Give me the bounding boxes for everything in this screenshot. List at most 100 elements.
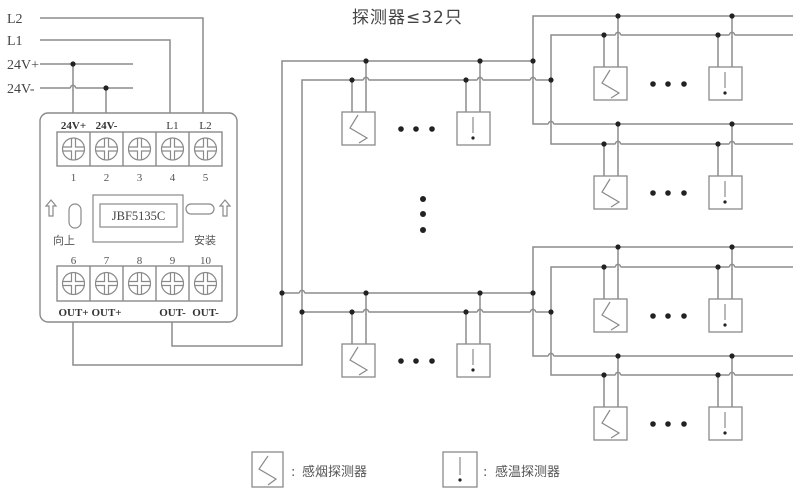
heat-symbol-dot xyxy=(471,368,475,372)
terminal-number-6: 6 xyxy=(71,255,77,267)
heat-symbol-dot xyxy=(723,323,727,327)
legend-label-heat: 感温探测器 xyxy=(495,464,560,480)
junction-dot xyxy=(279,290,285,296)
smoke-detector-icon xyxy=(251,451,284,488)
heat-symbol-dot xyxy=(723,200,727,204)
more-detectors-dot xyxy=(681,81,687,87)
junction-dot xyxy=(548,309,554,315)
legend-separator: : xyxy=(291,465,295,480)
screw-head xyxy=(61,137,86,161)
junction-dot xyxy=(363,58,369,64)
screw-cross xyxy=(95,272,118,295)
crossing-arc xyxy=(728,31,736,36)
smoke-symbol xyxy=(349,346,369,376)
junction-dot xyxy=(601,141,607,147)
top-terminal-block xyxy=(56,131,223,167)
terminal-label-1: 24V+ xyxy=(61,120,86,132)
junction-dot xyxy=(463,309,469,315)
legend-label-smoke: 感烟探测器 xyxy=(302,464,367,480)
more-detectors-dot xyxy=(429,358,435,364)
junction-dot xyxy=(463,77,469,83)
wire-crossing xyxy=(298,289,306,296)
more-detectors-dot xyxy=(398,126,404,132)
junction-dot xyxy=(601,32,607,38)
junction-dot xyxy=(363,290,369,296)
wire-crossing xyxy=(728,31,736,38)
wire-crossing xyxy=(547,352,555,359)
more-branches-dot xyxy=(420,227,426,233)
up-arrow-icon xyxy=(44,199,58,217)
screw-cross xyxy=(128,272,151,295)
terminal-screw-icon xyxy=(61,271,86,296)
more-detectors-dot xyxy=(650,81,656,87)
screw-head xyxy=(127,271,152,296)
terminal-label-4: L1 xyxy=(166,120,178,132)
terminal-screw-icon xyxy=(160,271,185,296)
smoke-detector xyxy=(593,175,628,210)
terminal-screw-icon xyxy=(61,137,86,161)
more-detectors-dot xyxy=(681,421,687,427)
more-detectors-dot xyxy=(650,190,656,196)
junction-dot xyxy=(299,309,305,315)
junction-dot xyxy=(715,372,721,378)
more-detectors-dot xyxy=(665,313,671,319)
terminal-label-10: OUT- xyxy=(192,307,219,319)
crossing-arc xyxy=(362,308,370,313)
input-label-24v-neg: 24V- xyxy=(7,82,35,97)
smoke-detector-icon xyxy=(593,175,628,210)
terminal-label-7: OUT+ xyxy=(91,307,121,319)
wire-out-pos-trunk xyxy=(72,79,551,366)
junction-dot xyxy=(729,121,735,127)
wire-crossing xyxy=(362,76,370,83)
junctions-layer xyxy=(70,13,735,427)
junction-dot xyxy=(715,264,721,270)
crossing-arc xyxy=(529,308,537,313)
junction-dot xyxy=(715,141,721,147)
more-detectors-dot xyxy=(681,190,687,196)
smoke-detector xyxy=(341,111,376,146)
heat-detector xyxy=(456,343,491,378)
screw-cross xyxy=(161,272,184,295)
wire-crossing xyxy=(614,140,622,147)
wire-crossing xyxy=(728,263,736,270)
more-detectors-dot xyxy=(398,358,404,364)
junction-dot xyxy=(715,32,721,38)
terminal-number-10: 10 xyxy=(200,255,212,267)
smoke-detector-icon xyxy=(593,406,628,441)
input-label-l2: L2 xyxy=(7,12,23,27)
heat-symbol-dot xyxy=(723,91,727,95)
screw-head xyxy=(94,271,119,296)
wire-l2 xyxy=(40,17,204,113)
mounting-slot-vertical-icon xyxy=(68,203,82,229)
input-label-l1: L1 xyxy=(7,34,23,49)
wire-l1 xyxy=(40,39,171,113)
junction-dot xyxy=(477,58,483,64)
terminal-strip xyxy=(56,265,223,302)
terminal-number-3: 3 xyxy=(137,172,143,184)
junction-dot xyxy=(601,264,607,270)
terminal-number-2: 2 xyxy=(104,172,110,184)
more-detectors-dot xyxy=(413,126,419,132)
mounting-slot-horizontal-icon xyxy=(185,203,215,215)
sub-branch-4 xyxy=(593,406,743,441)
crossing-arc xyxy=(362,76,370,81)
up-arrow-icon xyxy=(218,199,232,217)
heat-symbol-dot xyxy=(458,478,462,482)
wire-crossing xyxy=(476,308,484,315)
smoke-symbol xyxy=(601,69,621,99)
crossing-arc xyxy=(298,289,306,294)
more-detectors-dot xyxy=(650,313,656,319)
more-detectors-dot xyxy=(429,126,435,132)
wire-crossing xyxy=(614,263,622,270)
more-detectors-dot xyxy=(665,421,671,427)
legend-item-heat: : 感温探测器 xyxy=(442,451,560,488)
screw-cross xyxy=(128,138,151,160)
terminal-number-9: 9 xyxy=(170,255,176,267)
crossing-arc xyxy=(614,371,622,376)
screw-head xyxy=(193,271,218,296)
junction-dot xyxy=(530,58,536,64)
smoke-detector-icon xyxy=(593,66,628,101)
crossing-arc xyxy=(547,120,555,125)
crossing-arc xyxy=(728,371,736,376)
terminal-screw-icon xyxy=(160,137,185,161)
